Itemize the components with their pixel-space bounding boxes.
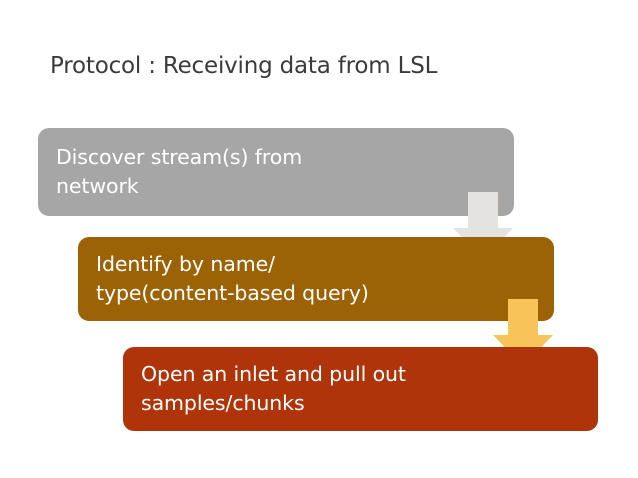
page-title: Protocol : Receiving data from LSL bbox=[50, 53, 438, 79]
process-step-discover-label: Discover stream(s) from network bbox=[56, 145, 303, 198]
arrow-shaft bbox=[508, 299, 538, 335]
process-step-identify-label: Identify by name/ type(content-based que… bbox=[96, 252, 369, 305]
process-step-open-inlet[interactable]: Open an inlet and pull out samples/chunk… bbox=[123, 347, 598, 431]
process-step-discover[interactable]: Discover stream(s) from network bbox=[38, 128, 514, 216]
process-step-open-inlet-label: Open an inlet and pull out samples/chunk… bbox=[141, 362, 406, 415]
process-step-identify[interactable]: Identify by name/ type(content-based que… bbox=[78, 237, 554, 321]
arrow-shaft bbox=[468, 192, 498, 228]
